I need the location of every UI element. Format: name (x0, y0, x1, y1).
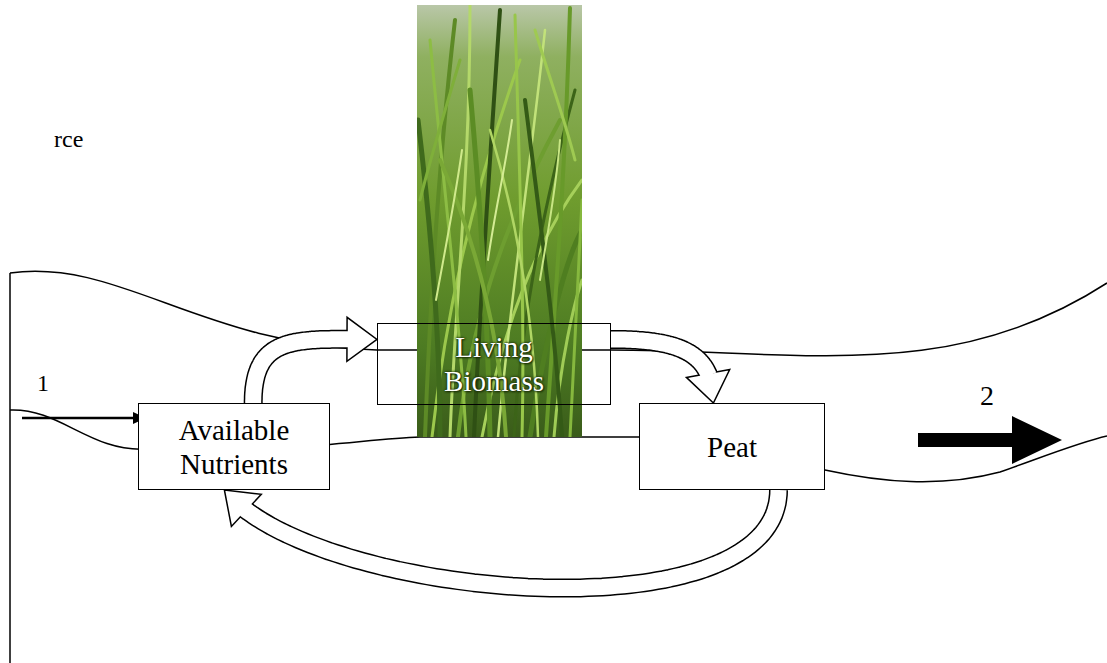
input-arrow-shaft (22, 417, 136, 420)
callout-number: 2 (978, 380, 996, 412)
cycle-arrow (253, 317, 377, 403)
arrow-body (253, 339, 349, 403)
grass-photo (417, 5, 582, 437)
arrow-outline (253, 339, 349, 403)
peat-box: Peat (639, 403, 825, 490)
photo-ground (417, 5, 582, 437)
arrow-body (611, 339, 709, 375)
node-label: Peat (707, 430, 757, 464)
arrow-head (347, 317, 377, 361)
grass-blades (418, 5, 582, 437)
node-label: Living Biomass (424, 330, 564, 398)
callout-number: 1 (35, 370, 51, 398)
arrow-outline (245, 490, 779, 588)
bank-line (9, 273, 11, 663)
arrow-outline (611, 339, 709, 375)
output-arrow (918, 416, 1062, 464)
input-arrow (22, 412, 146, 424)
biomass-box: Living Biomass (377, 323, 611, 405)
cycle-arrow (224, 490, 778, 588)
arrow-body (245, 490, 779, 588)
node-label: Available Nutrients (149, 413, 319, 481)
cut-off-text: rce (52, 126, 85, 154)
nutrient-box: Available Nutrients (138, 403, 330, 490)
cycle-arrow (611, 339, 730, 403)
